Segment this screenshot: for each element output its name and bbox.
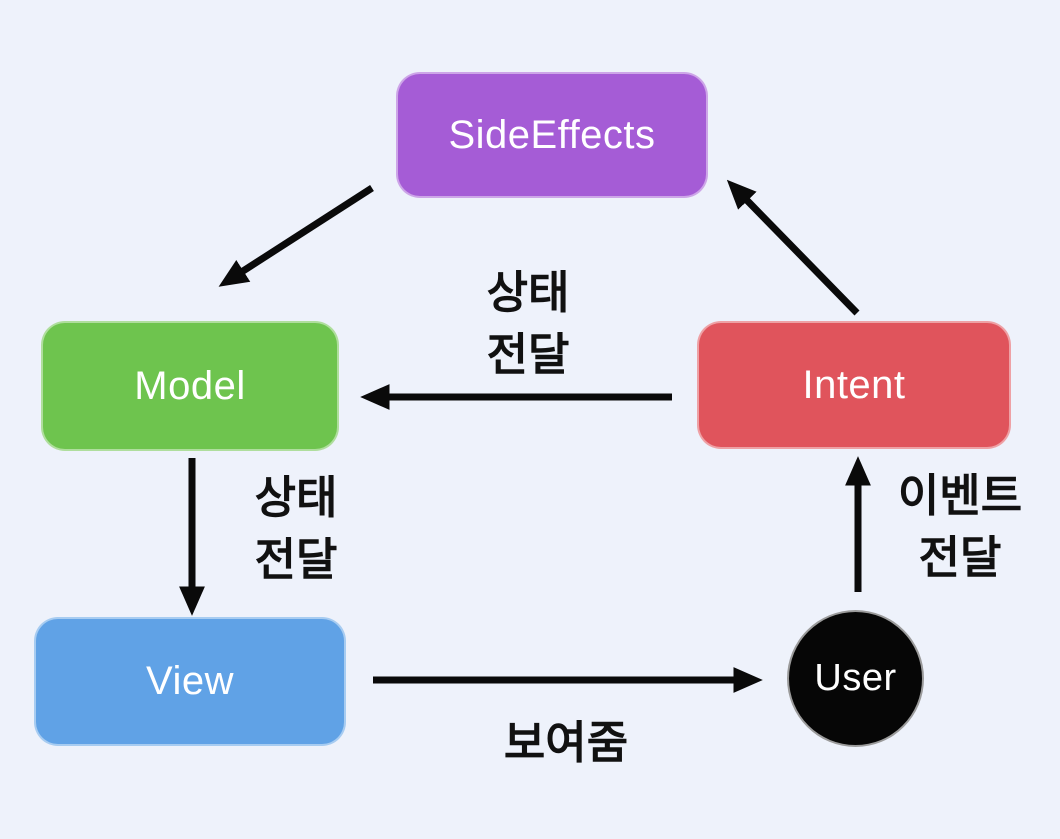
edge-label-line: 상태 — [486, 267, 570, 318]
edge-label-line: 보여줌 — [503, 717, 629, 768]
node-user: User — [787, 610, 924, 747]
edge-label-line: 전달 — [254, 534, 338, 585]
edge-label-line: 전달 — [918, 532, 1002, 583]
edge-label-intent-to-model: 상태 전달 — [443, 262, 613, 386]
arrow-intent-to-sideeffects — [726, 179, 860, 316]
node-model-label: Model — [134, 363, 246, 408]
edge-label-view-to-user: 보여줌 — [478, 712, 654, 774]
node-sideeffects: SideEffects — [396, 72, 708, 198]
edge-label-line: 상태 — [254, 472, 338, 523]
node-sideeffects-label: SideEffects — [448, 112, 656, 157]
edge-label-line: 이벤트 — [897, 470, 1023, 521]
edge-label-line: 전달 — [486, 329, 570, 380]
node-intent: Intent — [697, 321, 1011, 449]
node-view: View — [34, 617, 346, 746]
node-user-label: User — [814, 657, 897, 699]
node-view-label: View — [146, 659, 234, 703]
node-model: Model — [41, 321, 339, 451]
arrow-sideeffects-to-model — [218, 185, 374, 287]
edge-label-user-to-intent: 이벤트 전달 — [882, 465, 1038, 589]
edge-label-model-to-view: 상태 전달 — [223, 467, 369, 591]
node-intent-label: Intent — [802, 362, 906, 407]
